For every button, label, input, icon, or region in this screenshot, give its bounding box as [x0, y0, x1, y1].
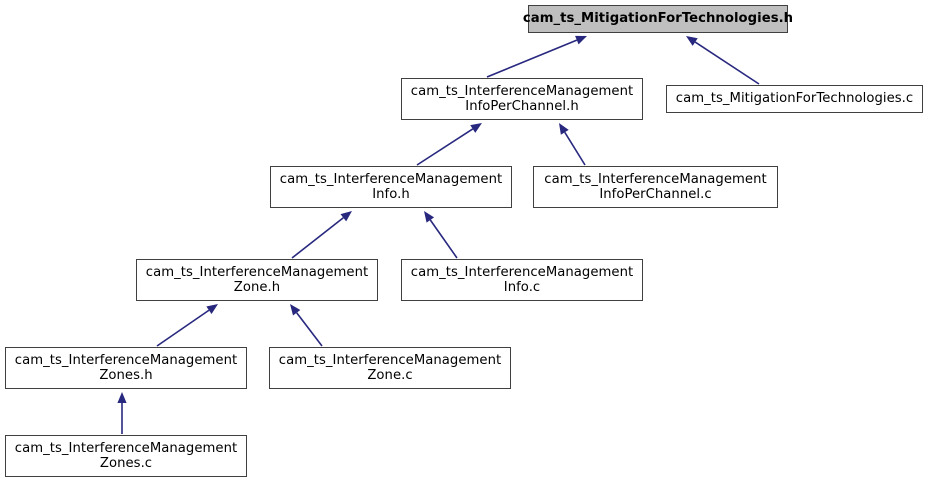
graph-node-label: cam_ts_InterferenceManagement Zones.h [14, 352, 238, 384]
graph-node-cam_ts_interferencemanagementinfoperchannel.h[interactable]: cam_ts_InterferenceManagement InfoPerCha… [401, 78, 643, 120]
graph-node-label: cam_ts_InterferenceManagement Zone.h [145, 264, 369, 296]
graph-edge-line [564, 131, 586, 166]
graph-edge-arrowhead [686, 36, 698, 46]
graph-edge-line [156, 309, 210, 347]
graph-node-label: cam_ts_InterferenceManagement Zone.c [278, 352, 502, 384]
graph-node-cam_ts_mitigationfortechnologies.h[interactable]: cam_ts_MitigationForTechnologies.h [523, 5, 793, 33]
graph-node-cam_ts_interferencemanagementinfo.h[interactable]: cam_ts_InterferenceManagement Info.h [270, 166, 512, 208]
graph-edge-arrowhead [575, 35, 587, 45]
graph-edge-line [416, 128, 474, 166]
graph-edge-arrowhead [117, 392, 127, 403]
graph-edge-line [429, 219, 458, 259]
graph-edge-line [296, 312, 323, 347]
graph-node-cam_ts_interferencemanagementzone.h[interactable]: cam_ts_InterferenceManagement Zone.h [136, 259, 378, 301]
graph-node-label: cam_ts_MitigationForTechnologies.h [522, 11, 794, 27]
graph-node-label: cam_ts_InterferenceManagement Info.h [279, 171, 503, 203]
graph-node-cam_ts_interferencemanagementinfo.c[interactable]: cam_ts_InterferenceManagement Info.c [401, 259, 643, 301]
graph-node-cam_ts_interferencemanagementzones.h[interactable]: cam_ts_InterferenceManagement Zones.h [5, 347, 247, 389]
graph-edge-arrowhead [559, 123, 569, 135]
graph-node-cam_ts_interferencemanagementzone.c[interactable]: cam_ts_InterferenceManagement Zone.c [269, 347, 511, 389]
graph-node-cam_ts_interferencemanagementzones.c[interactable]: cam_ts_InterferenceManagement Zones.c [5, 435, 247, 477]
graph-node-label: cam_ts_InterferenceManagement InfoPerCha… [544, 171, 767, 203]
graph-edge-arrowhead [470, 123, 482, 133]
graph-edge-arrowhead [424, 211, 435, 223]
graph-node-label: cam_ts_InterferenceManagement Zones.c [14, 440, 238, 472]
graph-node-cam_ts_interferencemanagementinfoperchannel.c[interactable]: cam_ts_InterferenceManagement InfoPerCha… [533, 166, 778, 208]
graph-node-label: cam_ts_MitigationForTechnologies.c [675, 91, 914, 107]
graph-node-label: cam_ts_InterferenceManagement InfoPerCha… [410, 83, 634, 115]
graph-edge-line [694, 41, 760, 85]
graph-edge-arrowhead [340, 211, 352, 222]
graph-edge-line [486, 39, 578, 78]
graph-node-label: cam_ts_InterferenceManagement Info.c [410, 264, 634, 296]
graph-edge-arrowhead [290, 304, 301, 316]
graph-edge-line [291, 217, 344, 259]
graph-edge-arrowhead [206, 304, 218, 315]
graph-node-cam_ts_mitigationfortechnologies.c[interactable]: cam_ts_MitigationForTechnologies.c [666, 85, 923, 113]
